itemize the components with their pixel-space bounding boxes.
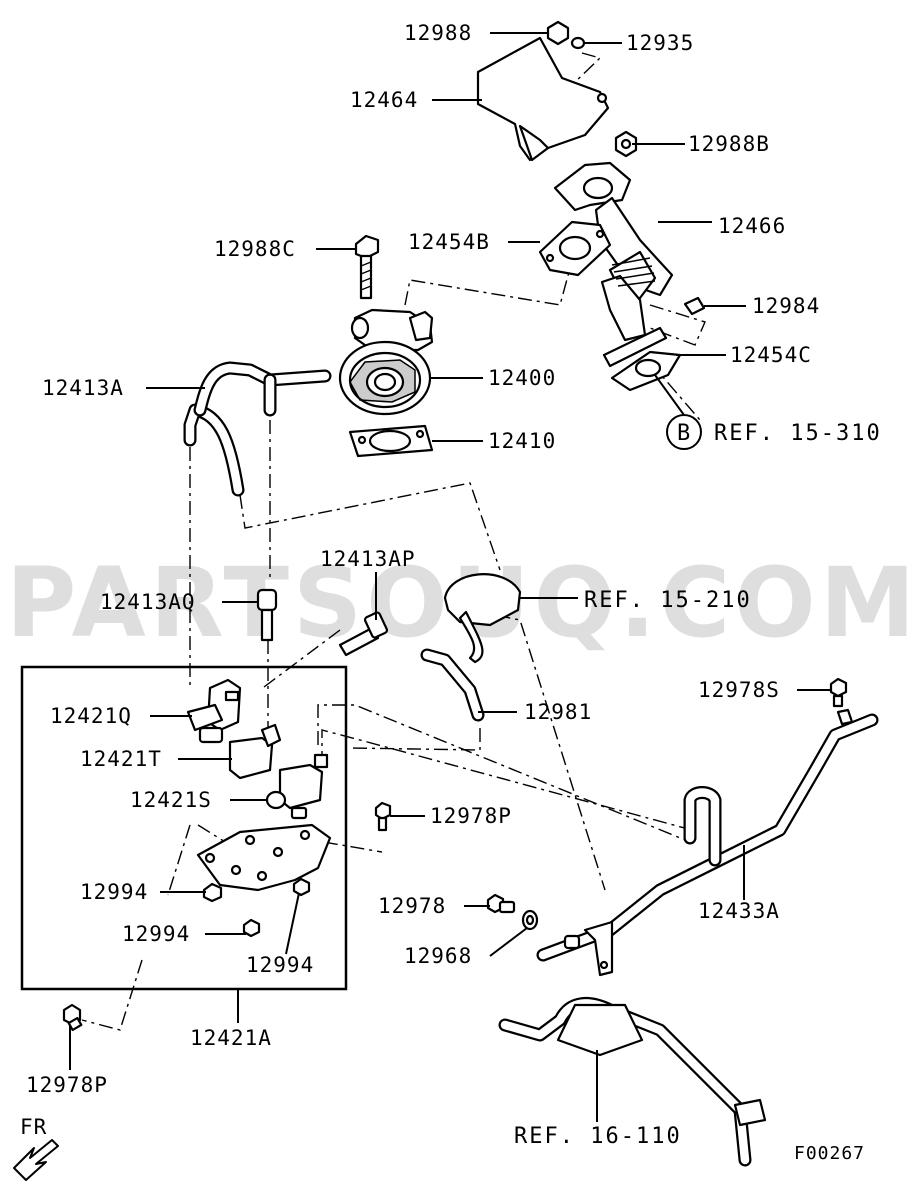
bolt-12988C[interactable] [354, 234, 380, 300]
label-12978[interactable]: 12978 [378, 894, 446, 918]
label-12988[interactable]: 12988 [404, 21, 472, 45]
washer-12968[interactable] [521, 909, 539, 931]
egr-pipe-12466[interactable] [553, 161, 674, 368]
label-12410[interactable]: 12410 [488, 429, 556, 453]
heat-protector-12464[interactable] [476, 36, 610, 162]
label-12935[interactable]: 12935 [626, 31, 694, 55]
label-12988C[interactable]: 12988C [214, 237, 296, 261]
gasket-12454B[interactable] [538, 220, 612, 277]
label-12994-c[interactable]: 12994 [246, 953, 314, 977]
nut-12994-b[interactable] [292, 877, 311, 897]
vacuum-pipe-12433A[interactable] [536, 708, 879, 977]
washer-12935[interactable] [570, 36, 586, 50]
gasket-12454C[interactable] [610, 350, 682, 392]
solenoid-bracket-plate[interactable] [196, 823, 332, 892]
label-12978S[interactable]: 12978S [698, 678, 780, 702]
gasket-12410[interactable] [348, 424, 434, 458]
label-12421T[interactable]: 12421T [80, 747, 162, 771]
hose-12981[interactable] [420, 648, 485, 722]
label-12466[interactable]: 12466 [718, 214, 786, 238]
label-12421A[interactable]: 12421A [190, 1026, 272, 1050]
solenoid-12421Q[interactable] [186, 678, 242, 744]
nut-12994-c[interactable] [242, 918, 261, 938]
solenoid-assembly-frame [20, 665, 348, 991]
label-12454C[interactable]: 12454C [730, 343, 812, 367]
label-12994-b[interactable]: 12994 [122, 922, 190, 946]
label-12413A[interactable]: 12413A [42, 376, 124, 400]
label-ref-16-110[interactable]: REF. 16-110 [514, 1124, 682, 1149]
solenoid-12421S[interactable] [265, 753, 329, 820]
bolt-12978P-b[interactable] [62, 1003, 83, 1032]
egr-valve-12400[interactable] [338, 308, 434, 416]
label-12978P-a[interactable]: 12978P [430, 804, 512, 828]
bolt-12978[interactable] [486, 893, 516, 914]
label-ref-15-210[interactable]: REF. 15-210 [584, 588, 752, 613]
label-12454B[interactable]: 12454B [408, 230, 490, 254]
front-arrow-icon: FR [13, 1115, 59, 1181]
bolt-12978S[interactable] [829, 677, 848, 708]
label-12994-a[interactable]: 12994 [80, 880, 148, 904]
label-12433A[interactable]: 12433A [698, 899, 780, 923]
solenoid-12421T[interactable] [228, 723, 282, 780]
label-12981[interactable]: 12981 [524, 700, 592, 724]
bolt-12988[interactable] [546, 20, 570, 46]
figure-code: F00267 [794, 1143, 865, 1164]
vacuum-hose-12413A[interactable] [183, 361, 332, 497]
part-labels: 12988 12935 12464 12988B 12466 12454B 12… [26, 21, 882, 1164]
leader-lines [69, 32, 830, 1122]
stud-12984[interactable] [683, 296, 706, 316]
label-12968[interactable]: 12968 [404, 944, 472, 968]
throttle-cap-ref-15-210[interactable] [443, 573, 522, 664]
bolt-12978P-a[interactable] [374, 801, 392, 832]
connector-12413AQ[interactable] [256, 588, 278, 642]
label-ref-15-310[interactable]: REF. 15-310 [714, 421, 882, 446]
label-12464[interactable]: 12464 [350, 88, 418, 112]
bolt-12988B[interactable] [614, 130, 638, 158]
nut-12994-a[interactable] [202, 882, 223, 903]
label-12421Q[interactable]: 12421Q [50, 704, 132, 728]
label-12978P-b[interactable]: 12978P [26, 1073, 108, 1097]
label-12984[interactable]: 12984 [752, 294, 820, 318]
label-12413AP[interactable]: 12413AP [320, 547, 416, 571]
orientation-label: FR [20, 1115, 47, 1139]
intake-pipe-ref-16-110[interactable] [498, 996, 767, 1167]
connector-12413AP[interactable] [338, 611, 389, 657]
label-12413AQ[interactable]: 12413AQ [100, 590, 196, 614]
label-12988B[interactable]: 12988B [688, 132, 770, 156]
label-12421S[interactable]: 12421S [130, 788, 212, 812]
label-12400[interactable]: 12400 [488, 366, 556, 390]
ref-b-letter: B [677, 421, 692, 446]
